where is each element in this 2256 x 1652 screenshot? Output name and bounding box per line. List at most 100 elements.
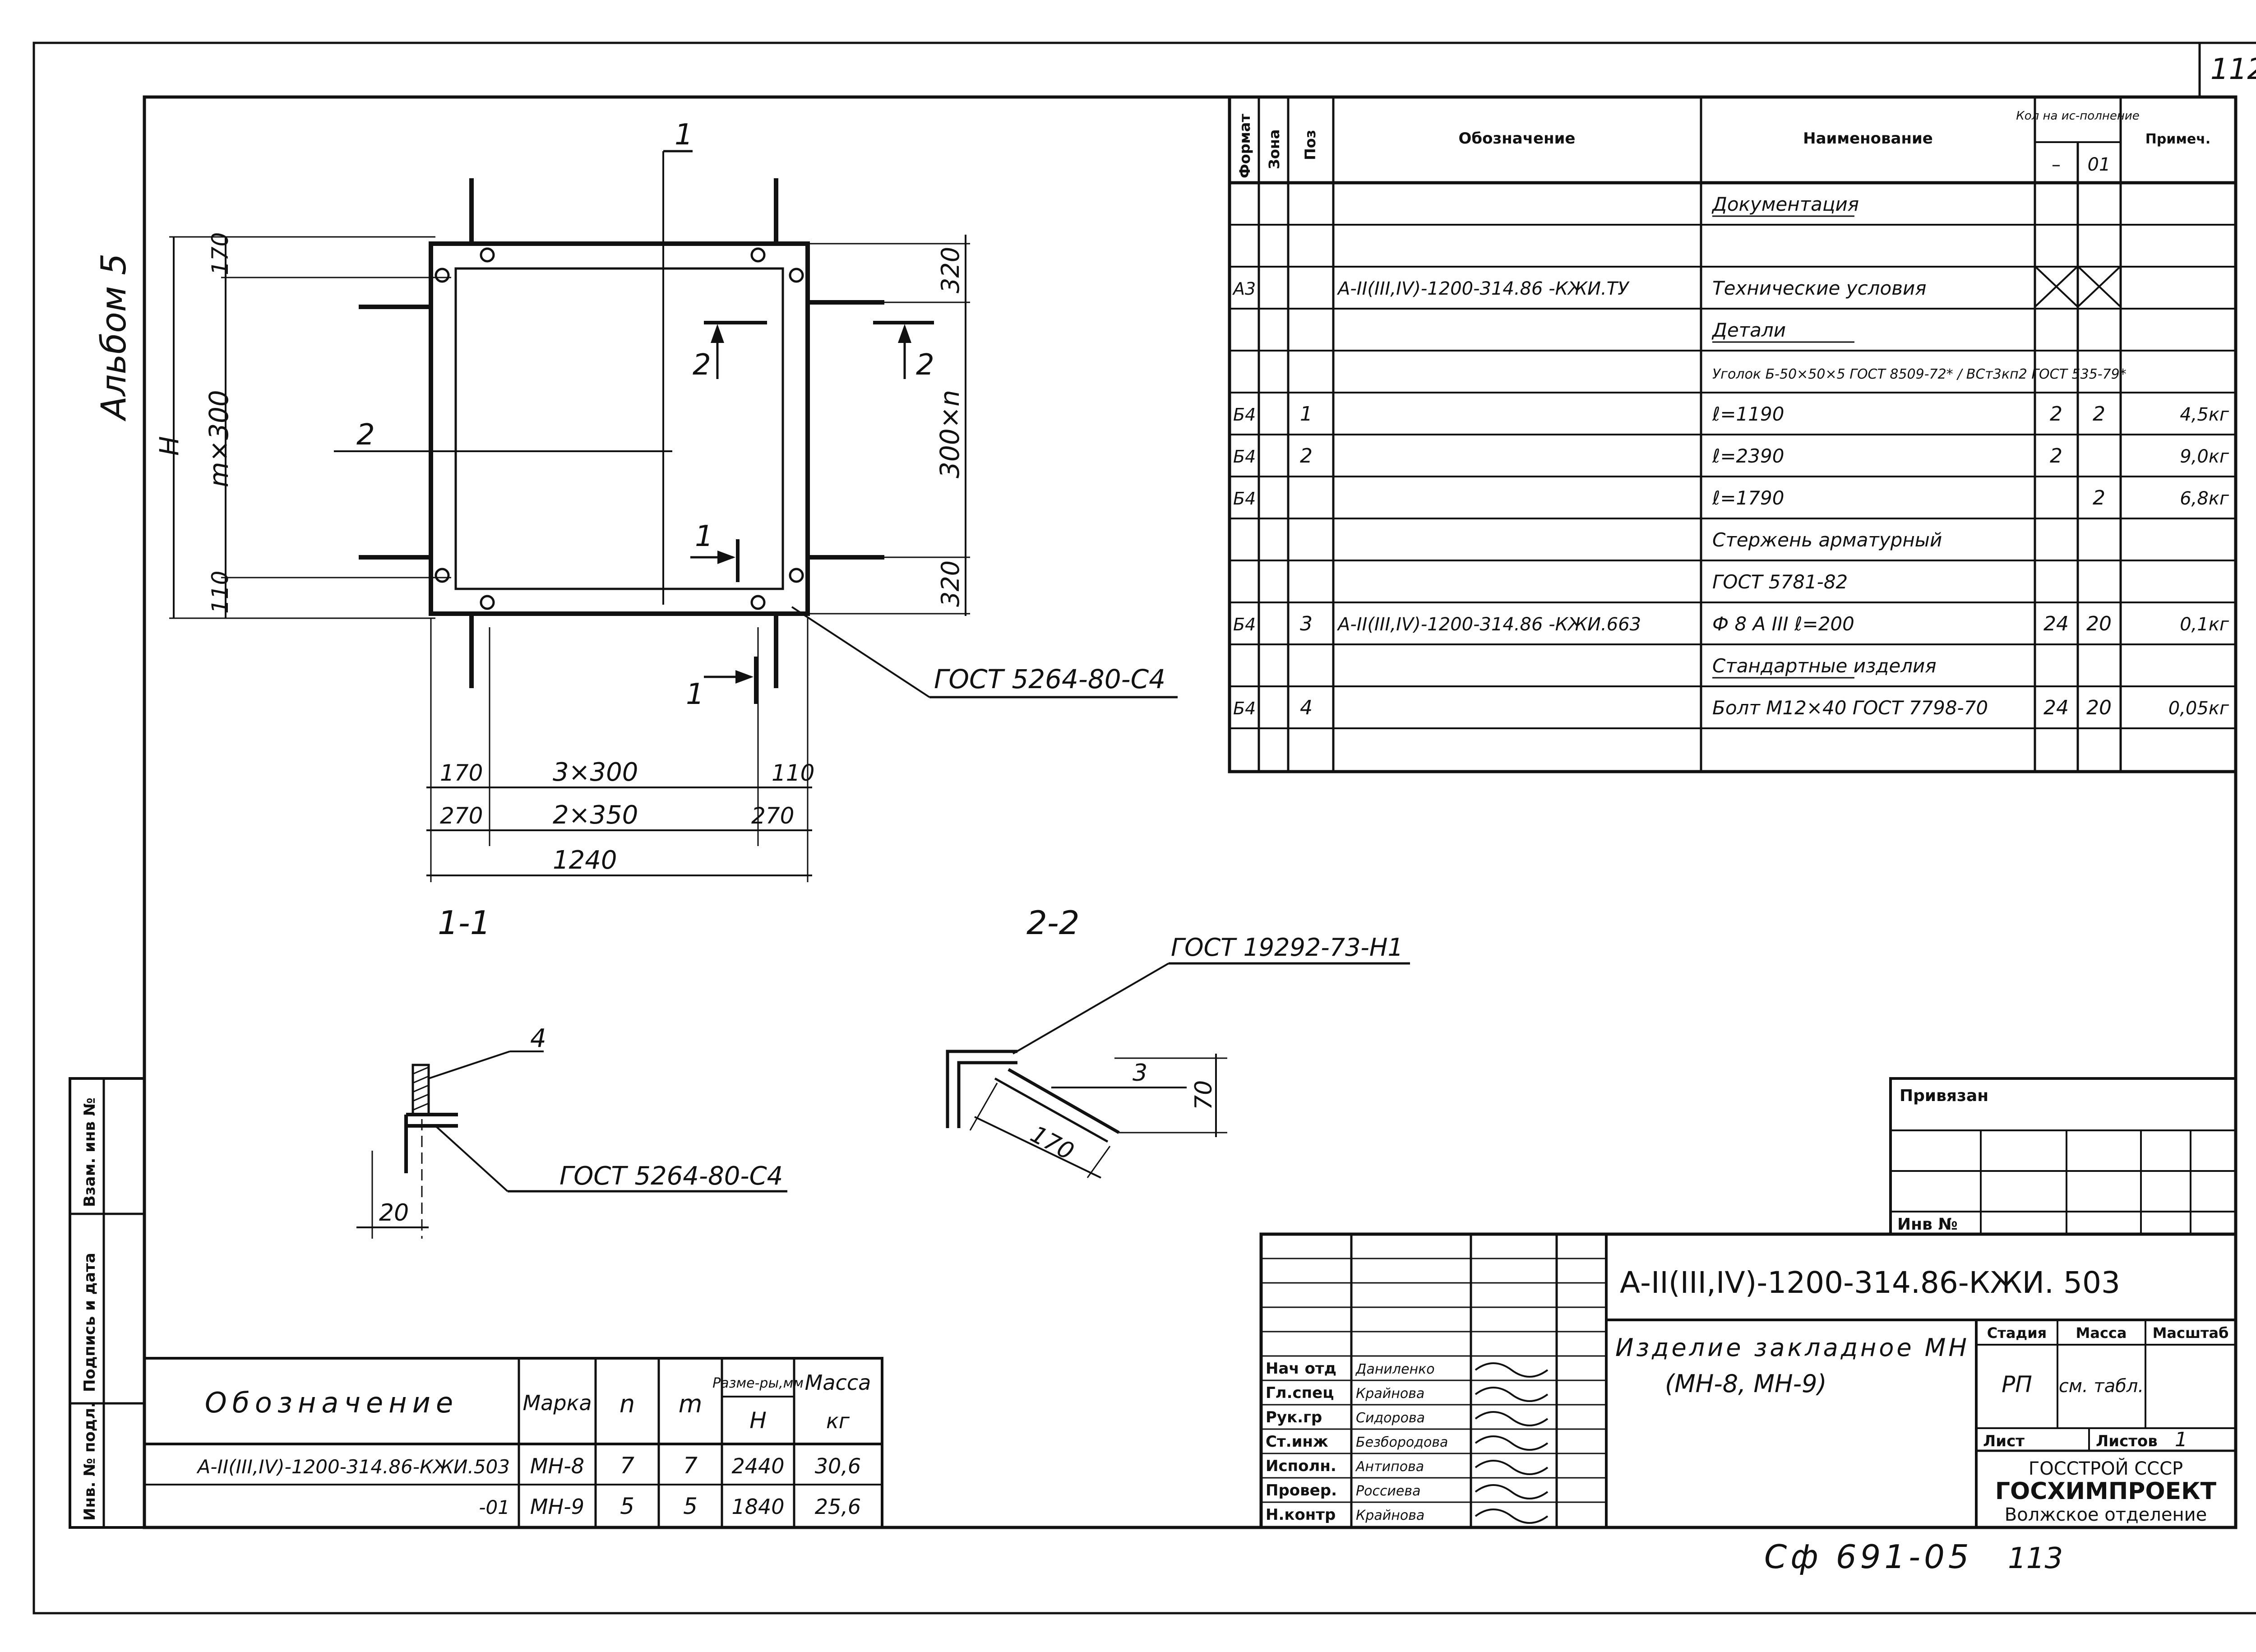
bottom-code: Сф 691-05 (1764, 1538, 1973, 1576)
spec-cell-format: Б4 (1233, 447, 1256, 467)
dim-170-bottom: 170 (440, 760, 483, 786)
spec-cell-q1: 2 (2050, 403, 2062, 426)
tb-role: Рук.гр (1266, 1408, 1322, 1426)
marks-cell-mark: МН-9 (530, 1495, 584, 1519)
title-block: А-II(III,IV)-1200-314.86-КЖИ. 503 Издели… (1259, 1232, 2238, 1529)
section-1-1-dim: 20 (379, 1199, 409, 1226)
spec-cell-q2: 2 (2093, 486, 2105, 509)
section-2-2-dim-70: 70 (1190, 1080, 1217, 1110)
privyazan-block: Привязан Инв № (1889, 1077, 2237, 1236)
tb-person-name: Россиева (1356, 1483, 1420, 1499)
dim-320-bottom: 320 (936, 560, 965, 607)
tb-person-name: Сидорова (1356, 1410, 1425, 1426)
tb-role: Провер. (1266, 1481, 1337, 1499)
section-2-2-pos: 3 (1133, 1060, 1147, 1087)
strip-inv-podl: Инв. № подл. (81, 1402, 99, 1521)
header-qty: Кол на ис-полнение (2016, 109, 2139, 123)
section-2-2-dim-170: 170 (1026, 1121, 1078, 1166)
marks-cell-H: 1840 (731, 1495, 784, 1519)
spec-cell-pos: 2 (1300, 444, 1313, 467)
marks-h-designation: Обозначение (205, 1386, 458, 1419)
marks-cell-designation: А-II(III,IV)-1200-314.86-КЖИ.503 (196, 1456, 510, 1478)
spec-cell-format: Б4 (1233, 699, 1256, 718)
spec-cell-format: А3 (1232, 279, 1256, 299)
tb-person-name: Даниленко (1355, 1361, 1435, 1377)
tb-person-name: Крайнова (1356, 1386, 1424, 1402)
marks-cell-n: 5 (620, 1493, 634, 1519)
tb-person-name: Безбородова (1356, 1435, 1448, 1450)
spec-cell-name: Стержень арматурный (1712, 529, 1942, 551)
spec-cell-note: 0,05кг (2168, 698, 2229, 719)
signature-mark (1475, 1435, 1549, 1451)
header-name: Наименование (1803, 130, 1933, 148)
marks-h-size: Разме-ры,мм (712, 1375, 804, 1391)
marks-h-kg: кг (826, 1409, 850, 1433)
spec-cell-pos: 3 (1300, 612, 1313, 635)
tb-org2: ГОСХИМПРОЕКТ (1995, 1478, 2217, 1505)
spec-cell-q2: 20 (2086, 696, 2112, 719)
marks-h-n: n (619, 1390, 635, 1418)
tb-person-name: Крайнова (1356, 1508, 1424, 1523)
marks-cell-m: 7 (683, 1453, 698, 1479)
spec-cell-note: 0,1кг (2180, 614, 2229, 635)
spec-cell-pos: 4 (1300, 696, 1313, 719)
dim-110-bottom: 110 (772, 760, 814, 786)
section-1-marker-bottom: 1 (686, 678, 704, 711)
marks-h-mark: Марка (522, 1391, 592, 1415)
tb-product2: (МН-8, МН-9) (1665, 1370, 1827, 1398)
spec-cell-name: Уголок Б-50×50×5 ГОСТ 8509-72* / ВСт3кп2… (1712, 366, 2127, 382)
section-1-1-pos: 4 (530, 1024, 546, 1053)
marks-h-mass: Масса (805, 1370, 871, 1395)
spec-cell-note: 4,5кг (2180, 404, 2229, 425)
tb-scale-h: Масштаб (2153, 1324, 2229, 1342)
tb-role: Гл.спец (1266, 1384, 1334, 1402)
callout-1-label: 1 (675, 118, 693, 152)
signature-mark (1475, 1411, 1549, 1426)
section-2-marker-right: 2 (916, 348, 934, 382)
tb-sheet-h: Лист (1983, 1432, 2025, 1450)
marks-cell-mark: МН-8 (530, 1454, 584, 1478)
marks-h-H: Н (749, 1407, 767, 1434)
marks-cell-mass: 30,6 (815, 1454, 861, 1478)
header-note: Примеч. (2145, 131, 2210, 147)
header-qty-dash: – (2052, 154, 2061, 175)
tb-code: А-II(III,IV)-1200-314.86-КЖИ. 503 (1620, 1265, 2120, 1300)
dim-H: Н (154, 436, 185, 456)
spec-cell-name: Стандартные изделия (1712, 655, 1937, 677)
dim-320-top: 320 (936, 247, 965, 293)
tb-person-name: Антипова (1355, 1459, 1424, 1475)
marks-cell-n: 7 (620, 1453, 634, 1479)
callout-2-label: 2 (356, 418, 375, 452)
dim-2x350: 2×350 (553, 801, 638, 830)
dim-mx300: m×300 (203, 390, 234, 487)
tb-product: Изделие закладное МН (1615, 1333, 1969, 1362)
dim-170-left: 170 (207, 232, 233, 275)
header-format: Формат (1236, 114, 1253, 178)
spec-cell-q1: 2 (2050, 444, 2062, 467)
section-2-2: 2-2 ГОСТ 19292-73-Н1 3 70 170 (946, 904, 1410, 1179)
spec-cell-q2: 20 (2086, 612, 2112, 635)
tb-org1: ГОССТРОЙ СССР (2029, 1458, 2183, 1479)
signature-mark (1475, 1484, 1549, 1499)
spec-cell-name: ГОСТ 5781-82 (1712, 571, 1848, 593)
spec-cell-note: 6,8кг (2180, 488, 2229, 509)
tb-role: Нач отд (1266, 1360, 1336, 1378)
signature-mark (1475, 1509, 1549, 1524)
spec-cell-note: 9,0кг (2180, 446, 2229, 467)
section-1-1-weld: ГОСТ 5264-80-С4 (559, 1161, 783, 1191)
bottom-number: 113 (2008, 1542, 2063, 1575)
inner-frame (143, 95, 2238, 1529)
spec-table: Формат Зона Поз Обозначение Наименование… (1228, 95, 2238, 773)
dim-300n: 300×n (934, 390, 965, 478)
spec-cell-designation: А-II(III,IV)-1200-314.86 -КЖИ.ТУ (1336, 278, 1630, 299)
spec-cell-name: ℓ=1790 (1712, 487, 1784, 509)
spec-cell-name: ℓ=2390 (1712, 445, 1784, 467)
spec-cell-format: Б4 (1233, 615, 1256, 634)
tb-role: Ст.инж (1266, 1433, 1328, 1451)
header-designation: Обозначение (1459, 130, 1576, 148)
marks-cell-m: 5 (683, 1493, 698, 1519)
tb-role: Исполн. (1266, 1457, 1336, 1475)
left-strip: Взам. инв № Подпись и дата Инв. № подл. (69, 1077, 146, 1529)
header-qty-01: 01 (2088, 154, 2111, 175)
